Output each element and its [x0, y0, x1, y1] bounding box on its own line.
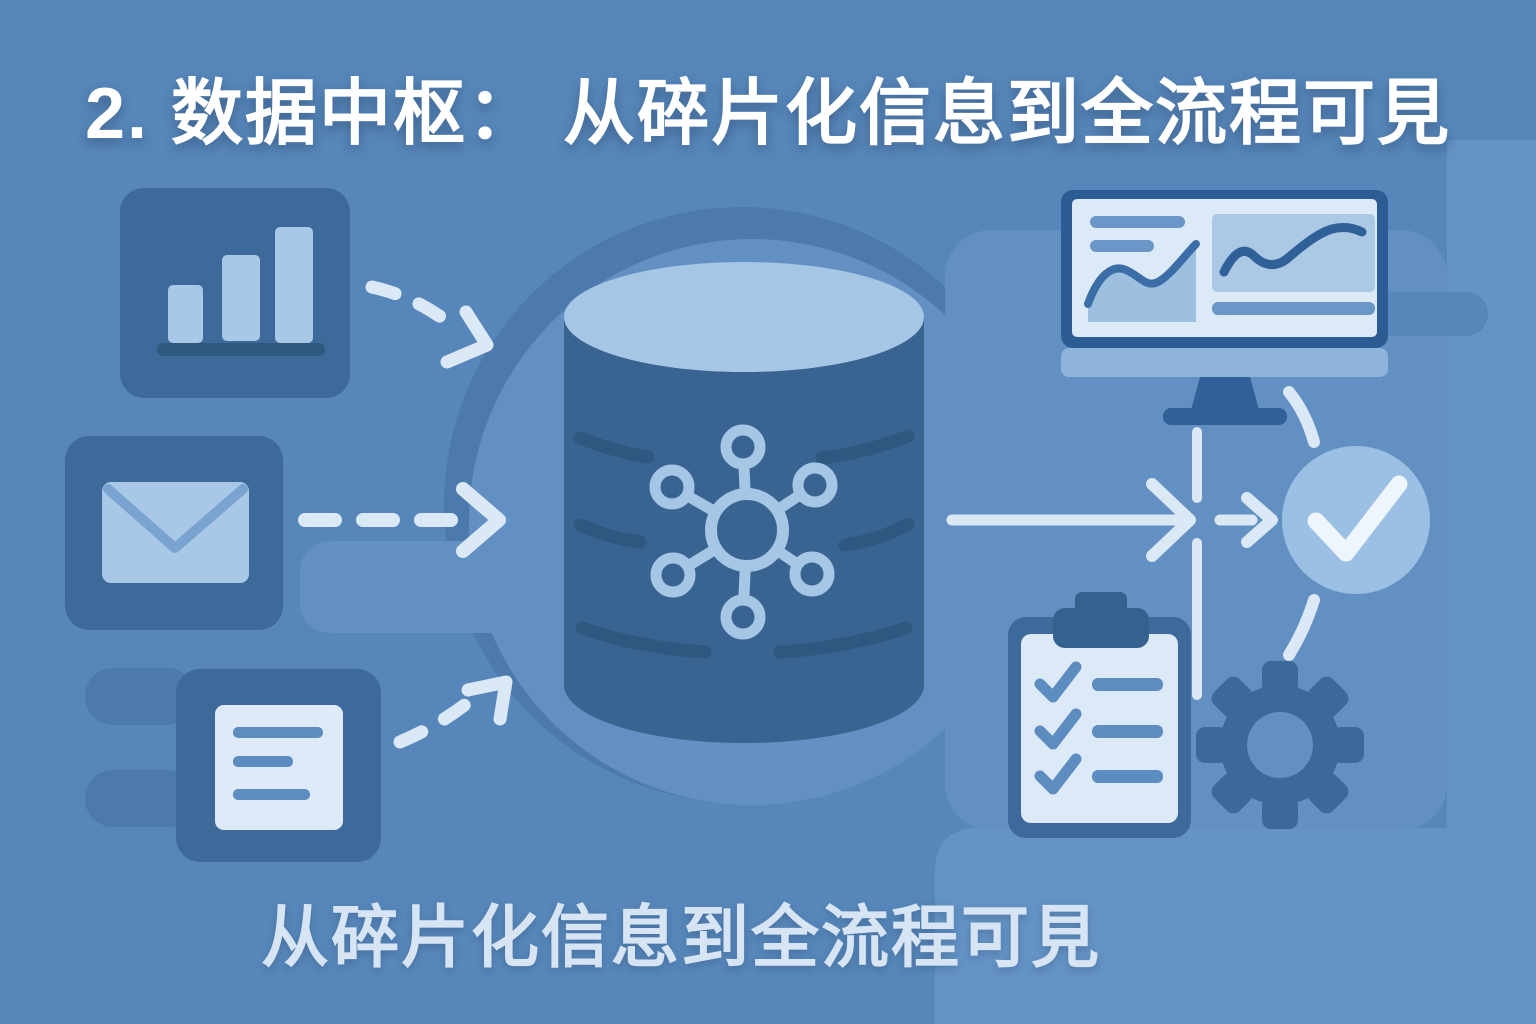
gear-hole [1247, 712, 1313, 778]
bar-baseline [157, 343, 325, 356]
screen-area-line [1084, 240, 1200, 308]
checklist-checks [1034, 661, 1082, 795]
dashed-arrow-bottom [393, 675, 513, 749]
arrowhead [1146, 478, 1196, 562]
checklist-line [1092, 770, 1163, 783]
database-hub-icon [564, 262, 924, 743]
hub-node [720, 424, 766, 470]
arrowhead [1241, 492, 1278, 548]
clipboard-clip [1053, 608, 1149, 648]
page-title: 2. 数据中枢： 从碎片化信息到全流程可見 [84, 74, 1452, 154]
hub-node [792, 462, 838, 508]
checklist-line [1092, 678, 1163, 691]
hub-node [650, 552, 696, 598]
dashed-arrow-middle [298, 482, 506, 558]
document-paper [215, 705, 343, 830]
dashed-arc [1283, 386, 1320, 661]
background-blob [935, 828, 1536, 1024]
screen-bar [1090, 216, 1185, 228]
screen-bar [1212, 302, 1375, 315]
background-blob [85, 668, 195, 725]
envelope-flap [103, 484, 248, 553]
gear-teeth [1196, 661, 1364, 829]
flow-arrow-short [1214, 492, 1278, 548]
check-mark [1307, 475, 1408, 562]
hub-node [649, 464, 695, 510]
email-icon [65, 436, 283, 630]
background-blob [1447, 140, 1536, 832]
arrowhead [456, 482, 506, 558]
dashed-arrow-top [365, 280, 494, 369]
monitor-stand-base [1163, 408, 1287, 425]
hub-node [720, 594, 766, 640]
bar-3 [275, 227, 313, 343]
text-line [233, 756, 293, 767]
checklist-clipboard-icon [1008, 592, 1191, 838]
document-icon [176, 669, 381, 862]
gear-icon [1196, 661, 1364, 829]
bar-1 [168, 285, 203, 343]
bar-2 [222, 255, 260, 341]
caption-text: 从碎片化信息到全流程可見 [260, 900, 1101, 976]
cylinder-bands [573, 429, 915, 659]
screen-wavy-line [1219, 223, 1367, 277]
checklist-line [1092, 725, 1163, 738]
screen-bar [1090, 240, 1154, 252]
check-circle-icon [1282, 446, 1430, 594]
cylinder-top [564, 262, 924, 372]
monitor-stand-neck [1191, 377, 1259, 410]
hub-network-icon [649, 424, 838, 640]
background-blob [300, 541, 530, 633]
bar-chart-icon [120, 188, 350, 398]
arrowhead [440, 305, 494, 369]
monitor-chin [1061, 348, 1388, 377]
hub-center [705, 488, 789, 572]
text-line [233, 789, 310, 800]
dashboard-monitor-icon [1061, 190, 1388, 425]
envelope-body [102, 482, 249, 583]
flow-arrow-main [946, 478, 1196, 562]
text-line [233, 727, 323, 738]
background-blob [85, 770, 195, 827]
arrowhead [461, 675, 513, 726]
hub-node [789, 551, 835, 597]
